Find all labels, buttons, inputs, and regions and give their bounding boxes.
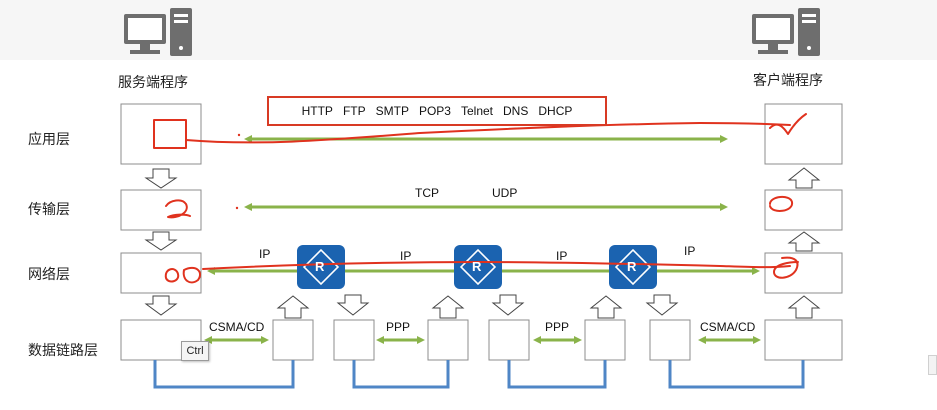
router-glyph: R: [315, 259, 325, 274]
down-arrow-icon: [144, 168, 679, 316]
router-icon: [297, 245, 345, 289]
link-csmacd-label: CSMA/CD: [209, 320, 265, 334]
protocol-telnet: Telnet: [460, 104, 494, 118]
link-ppp-label: PPP: [545, 320, 570, 334]
client-program-label: 客户端程序: [753, 73, 823, 89]
network-ip-label: IP: [259, 247, 271, 261]
red-dot: [235, 206, 239, 210]
transport-udp-label: UDP: [492, 186, 518, 200]
edge-badge: [928, 355, 937, 375]
router-icon: [454, 245, 502, 289]
ctrl-key-tooltip: Ctrl: [181, 341, 209, 361]
protocol-ftp: FTP: [342, 104, 366, 118]
router1-right-link-box: [333, 319, 375, 361]
protocol-http: HTTP: [301, 104, 333, 118]
router-icon: [609, 245, 657, 289]
network-ip-label: IP: [400, 249, 412, 263]
network-ip-label: IP: [684, 244, 696, 258]
protocol-dhcp: DHCP: [538, 104, 573, 118]
blue-physical-links: [153, 360, 805, 389]
red-annotations: [153, 113, 807, 284]
up-arrow-icon: [276, 167, 821, 319]
layer-label-transport: 传输层: [28, 202, 70, 218]
layer-label-network: 网络层: [28, 267, 70, 283]
link-csmacd-label: CSMA/CD: [700, 320, 756, 334]
layer-label-application: 应用层: [28, 132, 70, 148]
client-computer-icon: [752, 8, 820, 56]
server-computer-icon: [124, 8, 192, 56]
protocol-pop3: POP3: [418, 104, 451, 118]
server-app-layer-box: [120, 103, 202, 165]
layer-label-datalink: 数据链路层: [28, 343, 98, 359]
transport-tcp-label: TCP: [415, 186, 439, 200]
protocol-smtp: SMTP: [375, 104, 409, 118]
client-network-layer-box: [764, 252, 843, 294]
app-protocols-box: HTTP FTP SMTP POP3 Telnet DNS DHCP: [267, 96, 607, 126]
link-ppp-label: PPP: [386, 320, 411, 334]
router2-left-link-box: [427, 319, 469, 361]
client-datalink-layer-box: [764, 319, 843, 361]
client-app-layer-box: [764, 103, 843, 165]
server-program-label: 服务端程序: [118, 75, 188, 91]
server-network-layer-box: [120, 252, 202, 294]
router2-right-link-box: [488, 319, 530, 361]
router3-left-link-box: [584, 319, 626, 361]
router-glyph: R: [627, 259, 637, 274]
red-dot: [237, 133, 241, 137]
router-glyph: R: [472, 259, 482, 274]
protocol-dns: DNS: [503, 104, 529, 118]
router3-right-link-box: [649, 319, 691, 361]
router1-left-link-box: [272, 319, 314, 361]
network-ip-label: IP: [556, 249, 568, 263]
server-transport-layer-box: [120, 189, 202, 231]
